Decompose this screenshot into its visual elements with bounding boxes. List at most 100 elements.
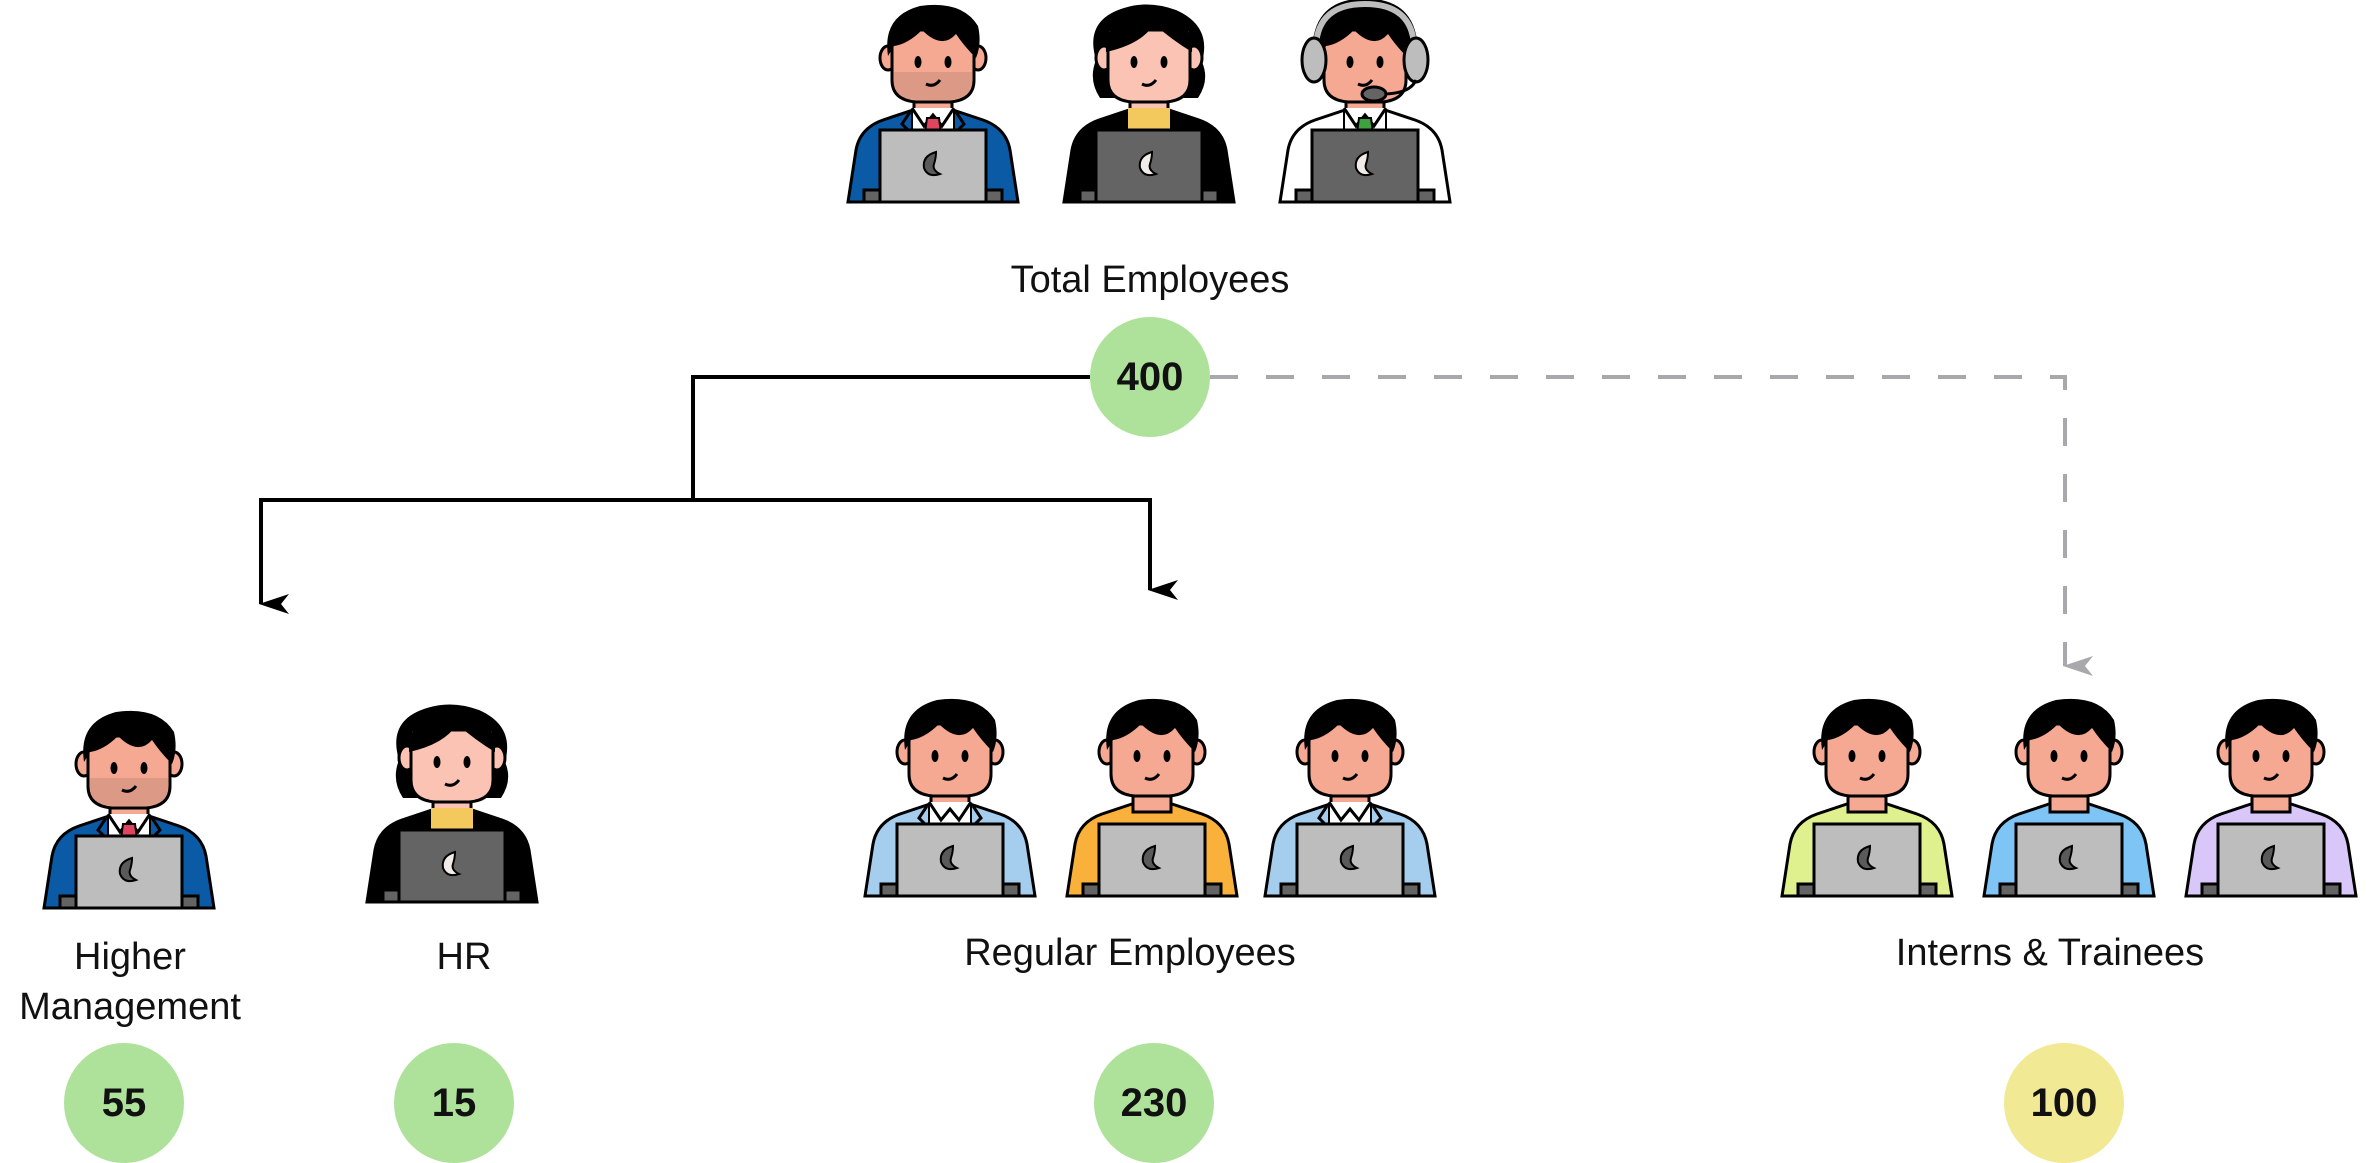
laptop-logo bbox=[441, 850, 462, 877]
face bbox=[2026, 722, 2112, 798]
eye-right bbox=[1878, 750, 1886, 762]
face bbox=[1109, 722, 1195, 798]
label-line-1: Interns & Trainees bbox=[1895, 932, 2205, 974]
collar-points bbox=[910, 107, 956, 129]
connector-to-higher-management bbox=[259, 498, 693, 614]
collar-points bbox=[927, 801, 973, 823]
smile bbox=[925, 79, 942, 87]
eye-left bbox=[914, 56, 922, 68]
eye-right bbox=[2282, 750, 2290, 762]
connector-to-regular-employees bbox=[693, 498, 1178, 600]
employee-illustration bbox=[1780, 698, 1954, 898]
face bbox=[1106, 28, 1192, 104]
laptop-logo bbox=[1138, 150, 1159, 177]
face bbox=[1307, 722, 1393, 798]
group-hr-count-badge: 15 bbox=[394, 1043, 514, 1163]
eye-right bbox=[2080, 750, 2088, 762]
eye-left bbox=[1133, 750, 1141, 762]
eye-right bbox=[1376, 56, 1384, 68]
eye-left bbox=[433, 756, 441, 768]
laptop-logo bbox=[1141, 844, 1162, 871]
root-label: Total Employees bbox=[1010, 259, 1290, 301]
employee-illustration bbox=[42, 710, 216, 910]
employee-illustration bbox=[1982, 698, 2156, 898]
hair-top bbox=[83, 710, 176, 764]
hair-top bbox=[904, 698, 997, 752]
face bbox=[907, 722, 993, 798]
employee-illustration bbox=[2184, 698, 2358, 898]
hair-top bbox=[1821, 698, 1914, 752]
employee-illustration bbox=[1065, 698, 1239, 898]
collar-points bbox=[1342, 107, 1388, 129]
smile bbox=[1357, 79, 1374, 87]
eye-right bbox=[1361, 750, 1369, 762]
group-regular-employees-label: Regular Employees bbox=[880, 928, 1380, 978]
eye-right bbox=[1160, 56, 1168, 68]
laptop-logo bbox=[2260, 844, 2281, 871]
group-higher-management-label: Higher Management bbox=[0, 932, 260, 1032]
smile bbox=[1859, 773, 1876, 781]
eye-right bbox=[140, 762, 148, 774]
hair-top bbox=[887, 4, 980, 58]
eye-left bbox=[2252, 750, 2260, 762]
smile bbox=[1144, 773, 1161, 781]
connector-root-trunk bbox=[691, 375, 1090, 500]
employee-illustration bbox=[1263, 698, 1437, 898]
eye-right bbox=[944, 56, 952, 68]
hair-top bbox=[2225, 698, 2318, 752]
headset-mic bbox=[1360, 85, 1388, 103]
smile bbox=[942, 773, 959, 781]
hair-top bbox=[2023, 698, 2116, 752]
eye-right bbox=[463, 756, 471, 768]
hair-top bbox=[1304, 698, 1397, 752]
eye-left bbox=[1346, 56, 1354, 68]
eye-left bbox=[1331, 750, 1339, 762]
connector-to-interns-trainees bbox=[1210, 375, 2093, 676]
laptop-logo bbox=[1354, 150, 1375, 177]
employee-illustration bbox=[1278, 0, 1452, 204]
smile bbox=[2061, 773, 2078, 781]
label-line-2: Management bbox=[19, 986, 241, 1028]
collar-points bbox=[106, 813, 152, 835]
group-regular-employees-count-badge: 230 bbox=[1094, 1043, 1214, 1163]
eye-left bbox=[931, 750, 939, 762]
laptop-logo bbox=[2058, 844, 2079, 871]
label-line-1: Regular Employees bbox=[964, 932, 1296, 974]
face bbox=[2228, 722, 2314, 798]
employee-illustration bbox=[1062, 4, 1236, 204]
headset-ear-right bbox=[1402, 36, 1430, 84]
label-line-1: Higher bbox=[74, 936, 186, 978]
employee-illustration bbox=[863, 698, 1037, 898]
smile bbox=[2263, 773, 2280, 781]
eye-left bbox=[1130, 56, 1138, 68]
employee-illustration bbox=[365, 704, 539, 904]
group-interns-trainees-label: Interns & Trainees bbox=[1800, 928, 2300, 978]
collar-points bbox=[1327, 801, 1373, 823]
group-higher-management-count-badge: 55 bbox=[64, 1043, 184, 1163]
laptop-logo bbox=[922, 150, 943, 177]
hair-top bbox=[1319, 4, 1412, 58]
eye-left bbox=[1848, 750, 1856, 762]
smile bbox=[121, 785, 138, 793]
laptop-logo bbox=[1856, 844, 1877, 871]
root-count-badge: 400 bbox=[1090, 317, 1210, 437]
eye-left bbox=[110, 762, 118, 774]
hair-top bbox=[1106, 698, 1199, 752]
eye-left bbox=[2050, 750, 2058, 762]
face bbox=[1824, 722, 1910, 798]
group-interns-trainees-count-badge: 100 bbox=[2004, 1043, 2124, 1163]
face bbox=[1322, 28, 1408, 104]
headset-band-fill bbox=[1312, 0, 1418, 59]
employee-illustration bbox=[846, 4, 1020, 204]
smile bbox=[1141, 79, 1158, 87]
eye-right bbox=[961, 750, 969, 762]
hair-top bbox=[408, 712, 496, 752]
laptop-logo bbox=[118, 856, 139, 883]
label-line-1: HR bbox=[436, 936, 492, 978]
smile bbox=[1342, 773, 1359, 781]
group-hr-label: HR bbox=[364, 932, 564, 982]
hair-top bbox=[1105, 12, 1193, 52]
eye-right bbox=[1163, 750, 1171, 762]
laptop-logo bbox=[1339, 844, 1360, 871]
